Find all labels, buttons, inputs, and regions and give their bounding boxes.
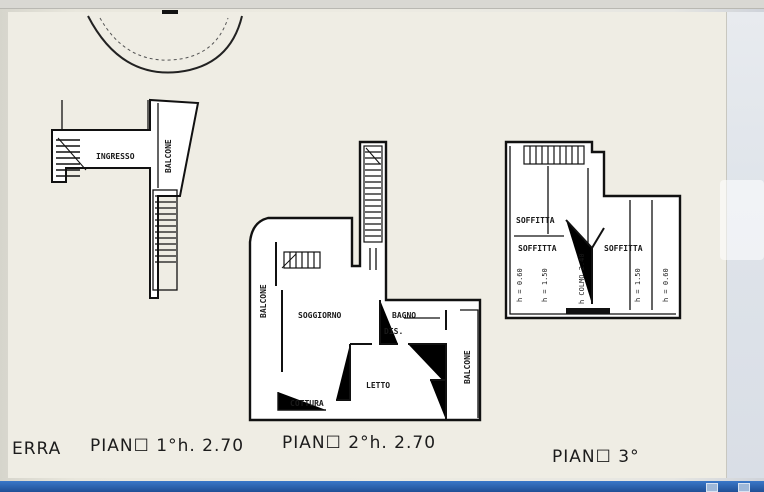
tray-icon[interactable]: [706, 483, 718, 492]
plan-piano-1: INGRESSO BALCONE: [51, 98, 200, 299]
label-balcone-2b: BALCONE: [463, 350, 472, 384]
stair-2: [363, 145, 383, 243]
height-colmo: h COLMO 2.40: [578, 253, 586, 304]
label-balcone-2a: BALCONE: [259, 284, 268, 318]
label-bagno: BAGNO: [392, 311, 416, 320]
height-h060-left: h = 0.60: [516, 268, 524, 302]
label-soffitta-a: SOFFITTA: [516, 216, 555, 225]
label-soffitta-c: SOFFITTA: [604, 244, 643, 253]
caption-piano-1: PIAN☐ 1°h. 2.70: [90, 436, 244, 456]
height-h060-right: h = 0.60: [662, 268, 670, 302]
label-dis: DIS.: [384, 327, 403, 336]
stair-1-left: [56, 137, 87, 177]
plan-piano-2: BALCONE SOGGIORNO BAGNO DIS. LETTO COTTU…: [248, 140, 482, 422]
stair-3: [523, 145, 585, 165]
spiral-stair-arc: [87, 10, 243, 74]
caption-piano-terra: ERRA: [12, 439, 61, 459]
caption-piano-3: PIAN☐ 3°: [552, 447, 640, 467]
os-taskbar: [0, 481, 764, 492]
height-h150-left: h = 1.50: [541, 268, 549, 302]
tray-icon[interactable]: [738, 483, 750, 492]
caption-piano-2: PIAN☐ 2°h. 2.70: [282, 433, 436, 453]
label-letto: LETTO: [366, 381, 390, 390]
height-h150-right: h = 1.50: [634, 268, 642, 302]
label-ingresso: INGRESSO: [96, 152, 135, 161]
label-balcone-1: BALCONE: [164, 139, 173, 173]
label-soffitta-b: SOFFITTA: [518, 244, 557, 253]
plan-piano-3: SOFFITTA SOFFITTA SOFFITTA h = 0.60 h = …: [504, 140, 682, 320]
stair-2-small: [281, 251, 321, 269]
label-cottura: COTTURA: [290, 399, 324, 408]
stair-1-down: [152, 189, 178, 291]
screen-glare: [720, 180, 764, 260]
window-top-bar: [0, 0, 764, 9]
label-soggiorno: SOGGIORNO: [298, 311, 342, 320]
